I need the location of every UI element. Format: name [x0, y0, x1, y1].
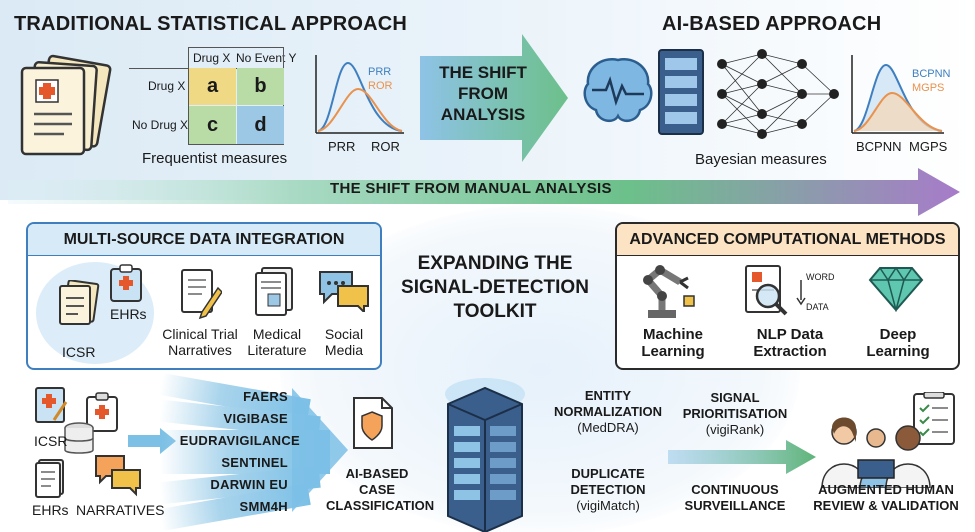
- axis-prr: PRR: [328, 139, 356, 154]
- medical-literature-label: Medical Literature: [247, 326, 307, 358]
- icsr-label: ICSR: [62, 344, 96, 360]
- signal-prioritisation: SIGNAL PRIORITISATION (vigiRank): [682, 390, 788, 437]
- review-team-icon: [821, 392, 955, 488]
- source-faers: FAERS: [243, 389, 288, 404]
- multi-source-title: MULTI-SOURCE DATA INTEGRATION: [28, 224, 380, 256]
- neural-network-icon: [717, 49, 839, 139]
- database-icon: [64, 422, 94, 454]
- legend-bcpnn: BCPNN: [912, 68, 951, 80]
- narratives-chat-icon: [95, 455, 141, 497]
- augmented-review-label: AUGMENTED HUMAN REVIEW & VALIDATION: [813, 482, 959, 513]
- robot-arm-icon: [643, 265, 695, 318]
- bayesian-caption: Bayesian measures: [695, 151, 827, 168]
- source-vigibase: VIGIBASE: [223, 411, 288, 426]
- continuous-surveillance: CONTINUOUS SURVEILLANCE: [684, 482, 786, 513]
- ml-label: Machine Learning: [641, 326, 705, 360]
- central-server-icon: [445, 378, 525, 532]
- ehr-input-icon: [35, 459, 64, 498]
- icsr-input-label: ICSR: [34, 433, 68, 449]
- sources-arrowhead: [292, 388, 348, 512]
- advanced-title: ADVANCED COMPUTATIONAL METHODS: [617, 224, 958, 256]
- frequentist-chart: [315, 55, 404, 134]
- table-row-header-2: No Drug X: [132, 118, 189, 132]
- axis-mgps: MGPS: [909, 139, 948, 154]
- brain-icon: [583, 58, 653, 123]
- gem-icon: [868, 266, 924, 312]
- magnifier-doc-icon: [745, 265, 788, 316]
- source-darwin-eu: DARWIN EU: [210, 477, 288, 492]
- traditional-title: TRADITIONAL STATISTICAL APPROACH: [14, 13, 408, 35]
- clinical-trial-label: Clinical Trial Narratives: [162, 326, 238, 358]
- frequentist-caption: Frequentist measures: [142, 150, 288, 167]
- contingency-table: a b c d: [129, 47, 284, 145]
- case-classification-label: AI-BASED CASE CLASSIFICATION: [326, 466, 435, 513]
- legend-ror: ROR: [368, 80, 393, 92]
- ai-title: AI-BASED APPROACH: [662, 13, 882, 35]
- axis-ror: ROR: [371, 139, 400, 154]
- banner-arrow: [8, 168, 960, 216]
- cell-a: a: [189, 68, 236, 105]
- nlp-arrow-icon: [796, 280, 806, 306]
- ehr-icon: [110, 264, 142, 302]
- server-icon: [658, 49, 704, 135]
- axis-bcpnn: BCPNN: [856, 139, 902, 154]
- social-media-label: Social Media: [324, 326, 364, 358]
- cell-d: d: [237, 106, 284, 144]
- entity-normalization: ENTITY NORMALIZATION (MedDRA): [553, 388, 663, 435]
- nlp-label: NLP Data Extraction: [753, 326, 827, 360]
- duplicate-detection: DUPLICATE DETECTION (vigiMatch): [570, 466, 646, 513]
- ehrs-input-label: EHRs: [32, 502, 69, 518]
- narratives-label: NARRATIVES: [76, 502, 165, 518]
- review-arrow: [668, 440, 816, 474]
- social-media-icon: [319, 271, 369, 312]
- banner-text: THE SHIFT FROM MANUAL ANALYSIS: [330, 180, 612, 197]
- shield-doc-icon: [353, 397, 393, 449]
- legend-prr: PRR: [368, 66, 392, 78]
- table-row-header-1: Drug X: [148, 79, 186, 93]
- stream-3: [160, 430, 330, 452]
- nlp-data-label: DATA: [806, 302, 829, 312]
- medical-literature-icon: [255, 267, 293, 316]
- clipboard-icon: [86, 392, 118, 432]
- shift-arrow-shape: [420, 34, 568, 162]
- clinical-trial-icon: [181, 269, 222, 320]
- advanced-panel: ADVANCED COMPUTATIONAL METHODS: [615, 222, 960, 370]
- cell-b: b: [237, 68, 284, 105]
- source-sentinel: SENTINEL: [221, 455, 288, 470]
- cell-c: c: [189, 106, 236, 144]
- source-smm4h: SMM4H: [239, 499, 288, 514]
- icsr-input-icon: [35, 387, 68, 423]
- ehrs-label: EHRs: [110, 306, 147, 322]
- deep-learning-label: Deep Learning: [866, 326, 930, 360]
- icsr-docs-icon: [59, 280, 100, 325]
- legend-mgps: MGPS: [912, 82, 945, 94]
- table-col-header-2: No Event Y: [236, 51, 297, 65]
- nlp-word-label: WORD: [806, 272, 835, 282]
- bayesian-chart: [851, 55, 944, 134]
- table-col-header-1: Drug X: [193, 51, 231, 65]
- source-eudravigilance: EUDRAVIGILANCE: [179, 433, 300, 448]
- documents-icon: [20, 54, 112, 156]
